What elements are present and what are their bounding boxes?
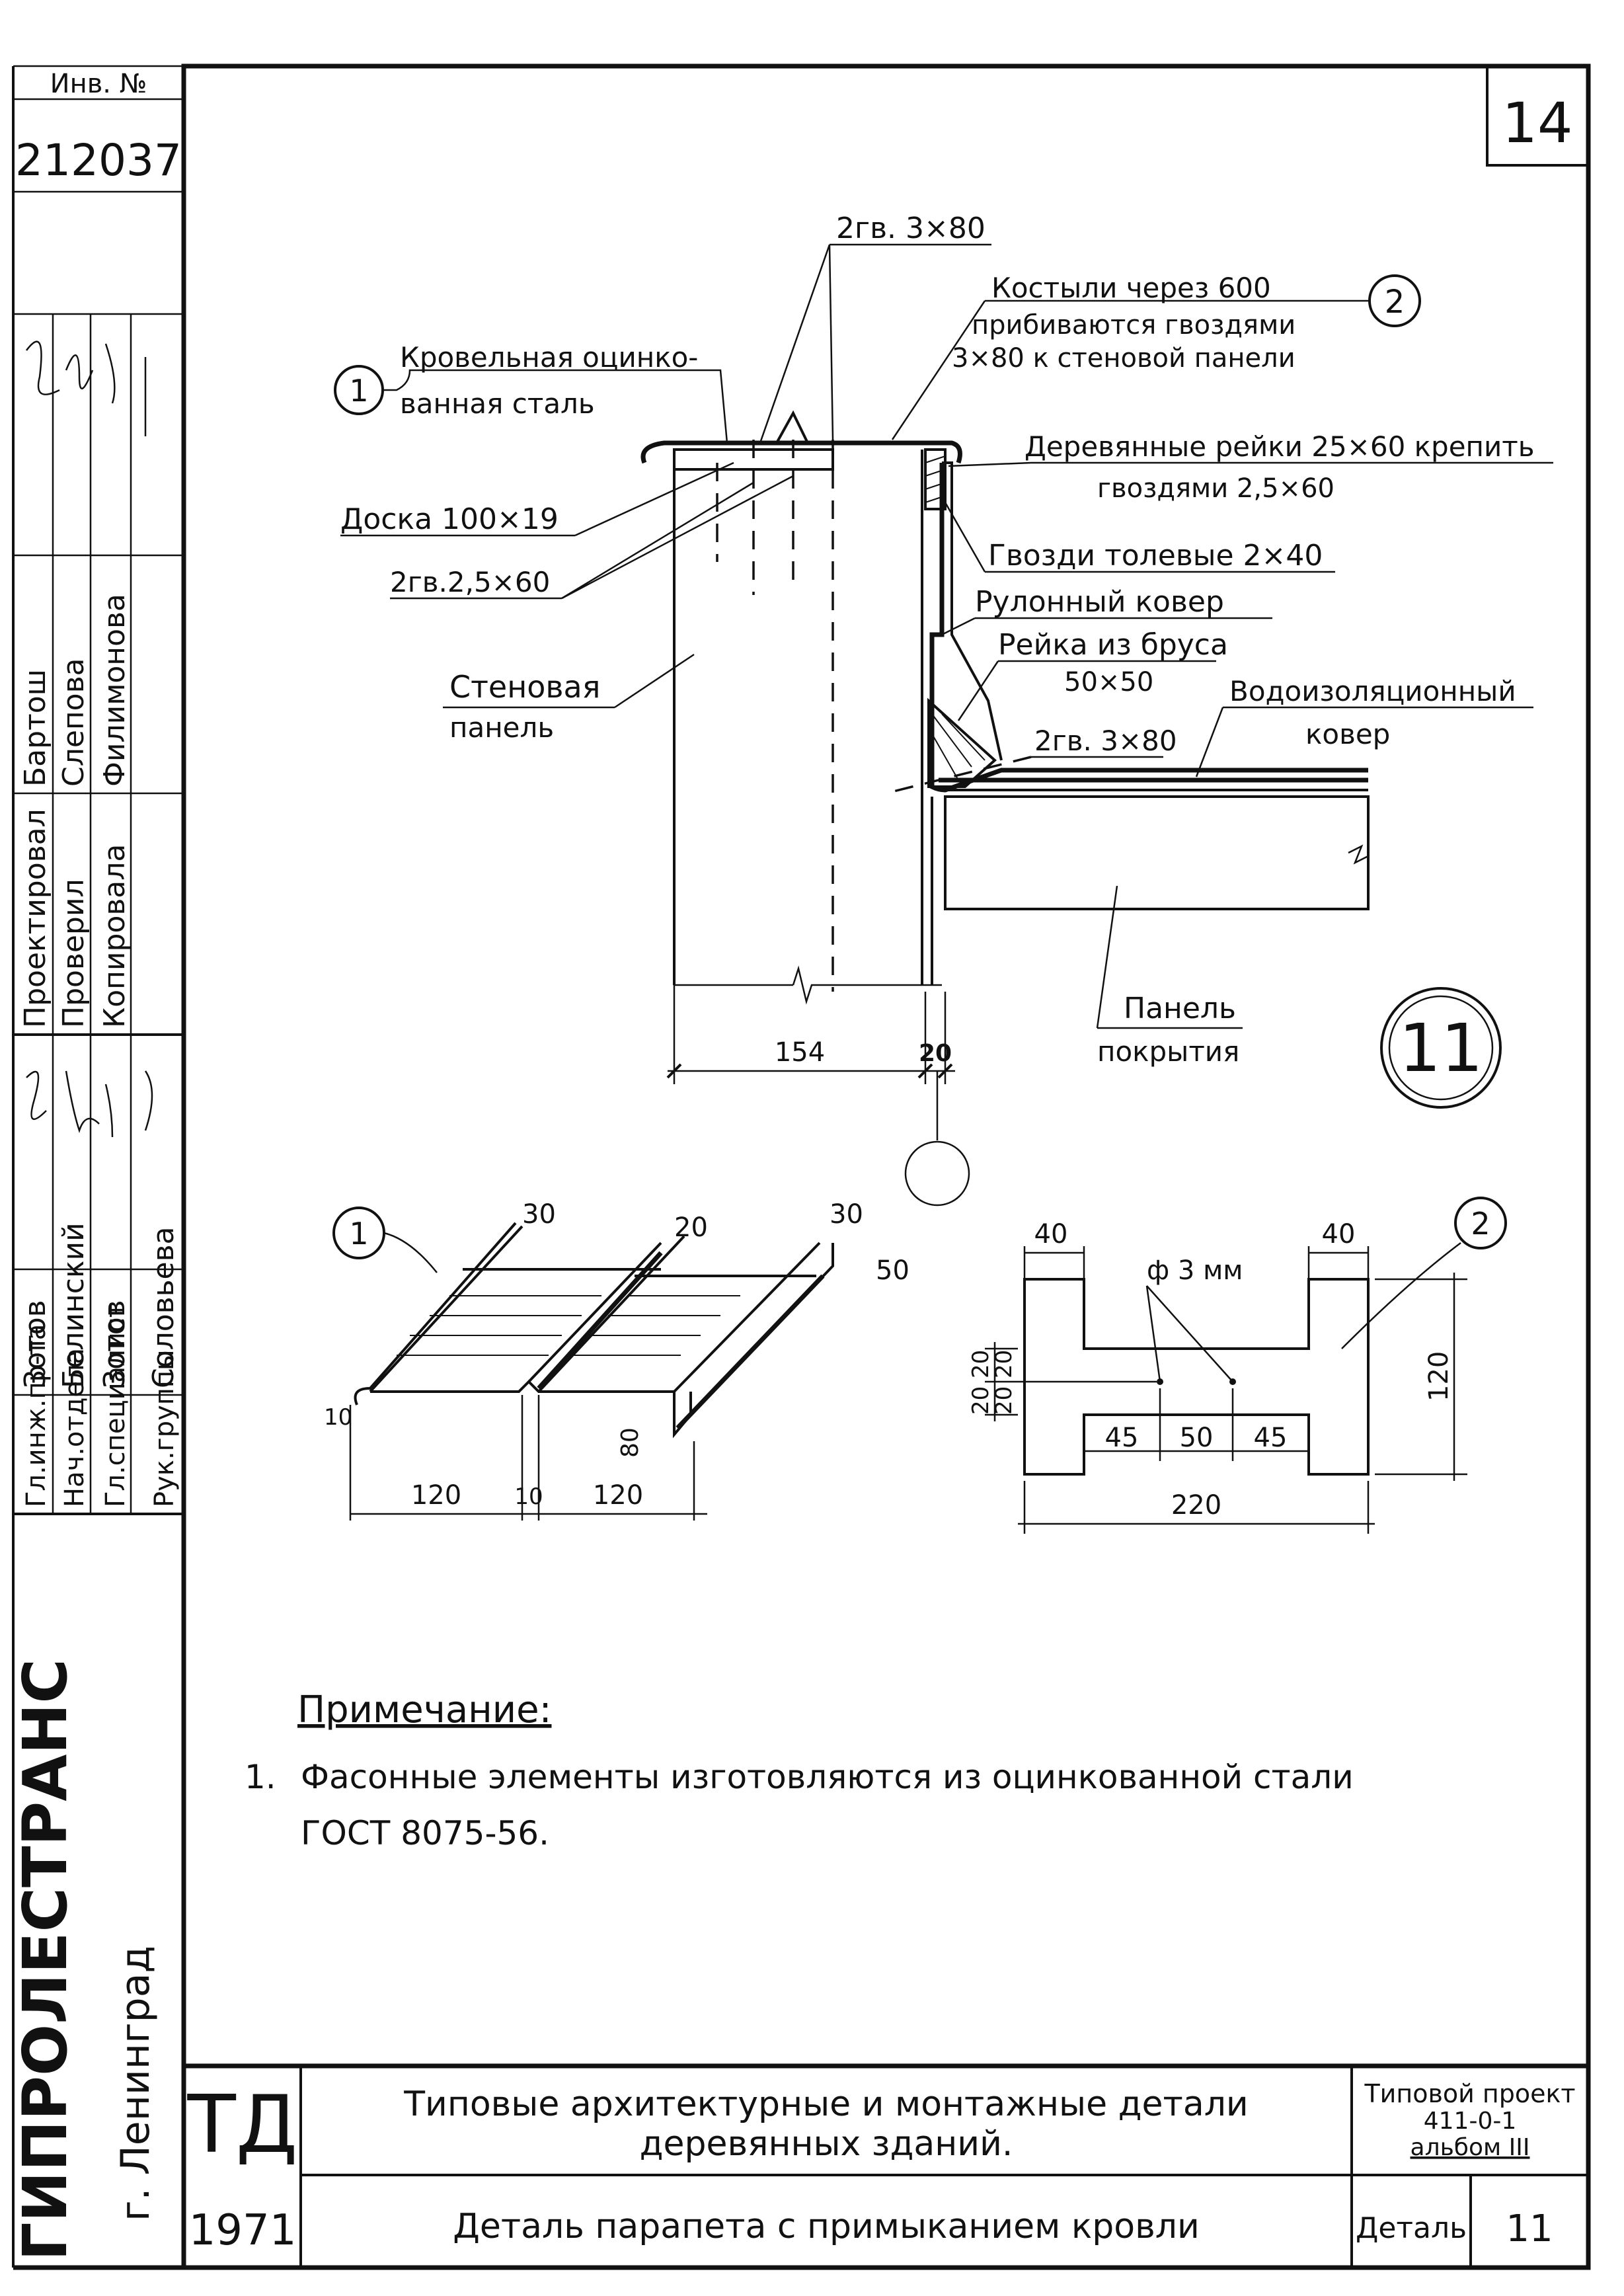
svg-text:30: 30 — [830, 1199, 863, 1230]
label-board: Доска 100×19 — [340, 502, 559, 536]
svg-text:50: 50 — [1180, 1423, 1214, 1453]
roll-carpet — [929, 463, 1368, 793]
svg-text:1: 1 — [349, 373, 368, 409]
hole-diameter: ф 3 мм — [1147, 1255, 1243, 1286]
label-waterproof-2: ковер — [1305, 718, 1390, 750]
axis-marker — [904, 1140, 970, 1207]
org-city: г. Ленинград — [112, 1946, 159, 2221]
note-item-number: 1. — [245, 1758, 276, 1796]
svg-text:20: 20 — [991, 1386, 1017, 1415]
inventory-label: Инв. № — [50, 69, 147, 99]
name-dept-head: Белинский — [57, 1222, 91, 1388]
svg-text:120: 120 — [411, 1480, 461, 1511]
roof-steel-cap — [640, 440, 962, 464]
dimension-bottom: 154 20 — [666, 985, 970, 1207]
project-number: 411-0-1 — [1424, 2108, 1517, 2135]
detail-1-drawing: 1 120 10 120 10 80 30 20 30 50 — [324, 1199, 909, 1521]
name-chief-engineer: Зотов — [19, 1300, 52, 1388]
label-slats-2: гвоздями 2,5×60 — [1097, 473, 1334, 504]
label-wall-panel-2: панель — [449, 711, 554, 744]
callout-2-detail — [1454, 1197, 1507, 1249]
svg-text:40: 40 — [1034, 1219, 1068, 1249]
sheet-frame — [181, 63, 1591, 2270]
label-nails-3: 2гв. 3×80 — [1034, 725, 1177, 757]
label-roofing-nails: Гвозди толевые 2×40 — [988, 539, 1323, 573]
svg-text:220: 220 — [1171, 1490, 1221, 1521]
name-specialist: Зотов — [98, 1300, 132, 1388]
detail-id: 11 — [1399, 1009, 1483, 1087]
svg-text:20: 20 — [968, 1386, 994, 1415]
svg-text:10: 10 — [514, 1484, 543, 1510]
label-crutches-2: прибиваются гвоздями — [972, 310, 1295, 340]
detail-number: 11 — [1506, 2207, 1553, 2250]
sheet-subtitle: Деталь парапета с примыканием кровли — [453, 2207, 1200, 2246]
svg-text:45: 45 — [1254, 1423, 1288, 1453]
role-checked: Проверил — [57, 879, 91, 1028]
note-title: Примечание: — [297, 1688, 551, 1731]
svg-text:80: 80 — [617, 1427, 644, 1458]
album-number: альбом III — [1411, 2134, 1530, 2161]
role-group-head: Рук.группы — [149, 1349, 180, 1507]
label-crutches: Костыли через 600 — [991, 272, 1271, 304]
label-beam: Рейка из бруса — [998, 628, 1228, 662]
svg-text:20: 20 — [968, 1350, 994, 1378]
svg-text:50: 50 — [876, 1255, 909, 1286]
logo: ТД — [186, 2079, 297, 2171]
label-roof-steel: Кровельная оцинко- — [400, 341, 698, 374]
svg-text:2: 2 — [1471, 1206, 1490, 1242]
label-slab-2: покрытия — [1097, 1035, 1239, 1068]
role-copied: Копировала — [98, 844, 132, 1028]
org-name: ГИПРОЛЕСТРАНС — [10, 1659, 81, 2261]
sheet-number-box — [1486, 65, 1590, 167]
svg-text:45: 45 — [1105, 1423, 1139, 1453]
role-chief-engineer: Гл.инж.пр-та — [21, 1324, 52, 1507]
signature-scribbles — [26, 340, 153, 1138]
note-line-2: ГОСТ 8075-56. — [301, 1814, 549, 1852]
sheet-number: 14 — [1502, 91, 1573, 155]
label-crutches-3: 3×80 к стеновой панели — [952, 343, 1295, 374]
name-designed: Бартош — [19, 669, 52, 787]
inventory-number: 212037 — [15, 135, 182, 186]
role-designed: Проектировал — [19, 809, 52, 1028]
dim-20: 20 — [919, 1040, 952, 1067]
svg-text:30: 30 — [522, 1199, 556, 1230]
role-specialist: Гл.специалист — [100, 1302, 131, 1507]
label-waterproof: Водоизоляционный — [1229, 675, 1516, 707]
svg-text:20: 20 — [991, 1350, 1017, 1378]
note-line-1: Фасонные элементы изготовляются из оцинк… — [301, 1758, 1354, 1796]
role-dept-head: Нач.отдела — [59, 1348, 90, 1507]
label-beam-2: 50×50 — [1064, 667, 1153, 697]
detail-label: Деталь — [1356, 2211, 1467, 2245]
svg-text:1: 1 — [349, 1216, 368, 1251]
name-checked: Слепова — [57, 658, 91, 787]
beam-50x50 — [927, 697, 997, 788]
roof-slab — [931, 795, 1370, 985]
label-wall-panel: Стеновая — [449, 669, 600, 705]
svg-text:2: 2 — [1385, 284, 1405, 321]
name-group-head: Соловьева — [147, 1226, 180, 1388]
fold-seam — [775, 410, 809, 444]
title-block: ТД 1971 Типовые архитектурные и монтажны… — [184, 2063, 1588, 2268]
label-nails-top: 2гв. 3×80 — [836, 212, 986, 245]
detail-2-drawing: ф 3 мм 40 40 45 50 45 220 120 20 20 20 2… — [968, 1197, 1507, 1534]
album-title-2: деревянных зданий. — [640, 2124, 1013, 2164]
svg-text:120: 120 — [593, 1480, 643, 1511]
project-label: Типовой проект — [1364, 2079, 1575, 2108]
label-roll-carpet: Рулонный ковер — [975, 585, 1224, 619]
detail-id-circle — [1380, 987, 1502, 1109]
dim-154: 154 — [775, 1037, 825, 1068]
wall-panel — [673, 450, 942, 1005]
svg-text:20: 20 — [674, 1212, 708, 1243]
label-slats: Деревянные рейки 25×60 крепить — [1025, 430, 1535, 463]
label-nails-2: 2гв.2,5×60 — [390, 566, 550, 598]
label-roof-steel-2: ванная сталь — [400, 387, 595, 420]
svg-text:120: 120 — [1424, 1351, 1454, 1402]
album-title-1: Типовые архитектурные и монтажные детали — [403, 2084, 1248, 2124]
year: 1971 — [189, 2206, 297, 2255]
svg-text:10: 10 — [324, 1404, 352, 1431]
label-slab: Панель — [1124, 992, 1236, 1025]
svg-text:40: 40 — [1322, 1219, 1356, 1249]
name-copied: Филимонова — [98, 594, 132, 787]
